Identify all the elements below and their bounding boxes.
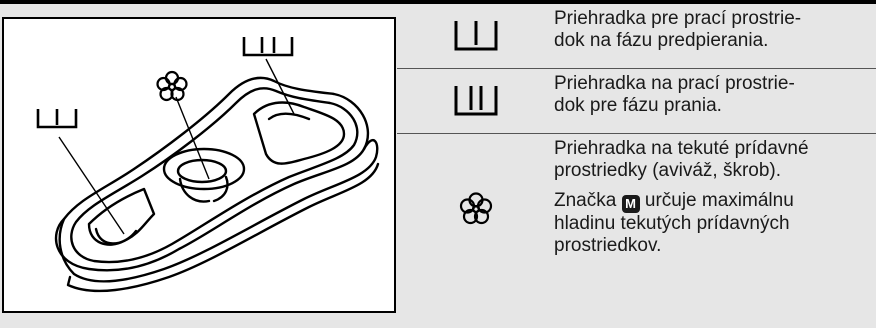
label-compartment-II: [242, 37, 294, 57]
max-level-note: Značka M určuje maximálnu hladinu tekutý…: [554, 190, 868, 257]
note-prefix: Značka: [554, 190, 617, 211]
description-text: Priehradka na tekuté prídavné prostriedk…: [554, 138, 809, 181]
table-row: Priehradka pre prací prostrie- dok na fá…: [397, 4, 876, 69]
row-description: Priehradka na tekuté prídavné prostriedk…: [554, 134, 876, 284]
max-level-badge-icon: M: [621, 195, 640, 213]
drawer-drawing: [36, 37, 380, 293]
table-row: Priehradka na prací prostrie- dok pre fá…: [397, 69, 876, 134]
compartment-II-icon: [397, 69, 554, 133]
description-text: Priehradka na prací prostrie- dok pre fá…: [554, 73, 795, 116]
compartment-I-icon: [397, 4, 554, 68]
table-row: Priehradka na tekuté prídavné prostriedk…: [397, 134, 876, 284]
top-rule: [0, 0, 876, 4]
detergent-drawer-illustration: [2, 17, 396, 313]
description-text: Priehradka pre prací prostrie- dok na fá…: [554, 8, 802, 51]
label-flower: [156, 70, 188, 102]
flower-softener-icon: [397, 134, 554, 284]
note-suffix: určuje maximálnu hladinu tekutých prídav…: [554, 190, 794, 256]
row-description: Priehradka pre prací prostrie- dok na fá…: [554, 4, 876, 68]
compartment-table: Priehradka pre prací prostrie- dok na fá…: [397, 4, 876, 284]
row-description: Priehradka na prací prostrie- dok pre fá…: [554, 69, 876, 133]
label-compartment-I: [36, 109, 78, 129]
